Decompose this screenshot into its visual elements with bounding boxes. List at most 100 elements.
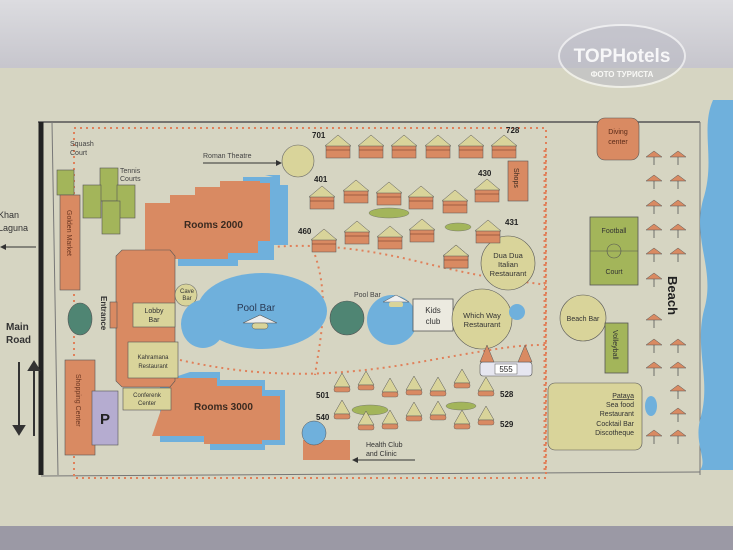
shops (507, 160, 529, 202)
room-701-label: 701 (312, 131, 326, 140)
health-club-label: Health Club (366, 442, 403, 449)
cave-bar-label-2: Bar (182, 296, 191, 302)
kids-club (412, 298, 454, 332)
beach-umbrella-icon (645, 223, 663, 238)
hut-room (390, 134, 418, 159)
rooms-3000-building (152, 378, 280, 444)
room-501-label: 501 (316, 391, 330, 400)
sea (698, 100, 733, 470)
beach-umbrella-icon (645, 313, 663, 328)
cone-room (357, 370, 375, 391)
cave-bar (174, 283, 198, 307)
room-460-label: 460 (298, 227, 312, 236)
beach-bar-label: Beach Bar (567, 316, 600, 323)
pool-bar-2-hut-icon (382, 294, 410, 307)
small-lagoon (645, 396, 657, 416)
tennis-label-2: Courts (120, 176, 141, 183)
dua-dua-label: Dua Dua (493, 251, 523, 260)
beach-umbrella-icon (669, 407, 687, 422)
beach-umbrella-icon (669, 223, 687, 238)
hut-room (308, 185, 336, 210)
beach-umbrella-icon (669, 199, 687, 214)
entrance-label: Entrance (99, 296, 108, 331)
beach-umbrella-icon (645, 361, 663, 376)
rooms-2000-label: Rooms 2000 (184, 220, 243, 231)
hut-room (324, 134, 352, 159)
football-label: Football (602, 228, 627, 235)
cone-room (477, 376, 495, 397)
squash-label-2: Court (70, 150, 87, 157)
dua-dua-restaurant (480, 235, 536, 291)
parking-label: P (100, 411, 110, 428)
pool-2 (367, 295, 417, 345)
watermark-brand: TOPHotels (574, 46, 671, 67)
rooms-2000-building (145, 181, 270, 259)
room-430-label: 430 (478, 169, 492, 178)
which-way-restaurant (451, 288, 513, 350)
lobby-bar-label: Lobby (144, 308, 164, 315)
lawns (351, 207, 477, 416)
cone-room (333, 399, 351, 420)
hut-room (357, 134, 385, 159)
beach-umbrellas (645, 150, 687, 444)
two-way-road-arrows-icon (12, 360, 41, 436)
tophotels-watermark: TOPHotels ФОТО ТУРИСТА (558, 24, 686, 88)
beach-umbrella-icon (669, 247, 687, 262)
cone-rooms (333, 368, 495, 431)
cone-room (429, 376, 447, 397)
room-431-label: 431 (505, 218, 519, 227)
hut-room (457, 134, 485, 159)
beach-umbrella-icon (645, 199, 663, 214)
beach-umbrella-icon (669, 174, 687, 189)
pool-bar-main-label: Pool Bar (237, 303, 276, 314)
squash-label: Squash (70, 141, 94, 148)
cone-room (429, 400, 447, 421)
watermark-subtitle: ФОТО ТУРИСТА (591, 70, 654, 79)
cone-room (381, 409, 399, 430)
resort-boundary (73, 127, 547, 479)
health-club-label-2: and Clinic (366, 451, 397, 458)
room-540-label: 540 (316, 413, 330, 422)
pataya-line: Restaurant (600, 411, 634, 418)
pataya-restaurant (547, 382, 643, 451)
dua-dua-label-2: Italian (498, 260, 518, 269)
room-528-label: 528 (500, 390, 514, 399)
pataya-line: Discotheque (595, 430, 634, 437)
cave-bar-label: Cave (180, 289, 195, 295)
beach-umbrella-icon (669, 150, 687, 165)
diving-label: Diving (608, 129, 628, 136)
beach-umbrella-icon (669, 338, 687, 353)
kahramana-restaurant (127, 341, 179, 379)
main-road-label-2: Road (6, 335, 31, 346)
golden-market-label: Golden Market (65, 210, 72, 256)
lobby-bar (132, 302, 176, 328)
conference-label-2: Center (138, 401, 156, 407)
green-garden (67, 302, 93, 336)
room-555-label: 555 (499, 365, 513, 374)
rooms-3000-label: Rooms 3000 (194, 402, 253, 413)
tennis-courts (82, 167, 136, 235)
cone-room (405, 375, 423, 396)
hut-room (490, 134, 518, 159)
pataya-line: Cocktail Bar (596, 421, 634, 428)
laguna-label: Laguna (0, 223, 28, 233)
main-road-label: Main (6, 322, 29, 333)
volleyball-label: Volleyball (611, 330, 618, 360)
hut-rooms (308, 134, 518, 269)
beach-umbrella-icon (645, 174, 663, 189)
hut-room (473, 178, 501, 203)
beach-umbrella-icon (645, 338, 663, 353)
beach-umbrella-icon (669, 361, 687, 376)
cone-room (453, 409, 471, 430)
beach-umbrella-icon (645, 150, 663, 165)
diving-label-2: center (608, 139, 628, 146)
roman-theatre-label: Roman Theatre (203, 153, 252, 160)
pool-bar-hut-icon (242, 314, 278, 330)
beach-umbrella-icon (669, 384, 687, 399)
pool-bar-label: Pool Bar (354, 292, 382, 299)
beach-umbrella-icon (645, 272, 663, 287)
cone-room (333, 372, 351, 393)
hut-room (343, 220, 371, 245)
room-401-label: 401 (314, 175, 328, 184)
dua-dua-label-3: Restaurant (490, 269, 528, 278)
